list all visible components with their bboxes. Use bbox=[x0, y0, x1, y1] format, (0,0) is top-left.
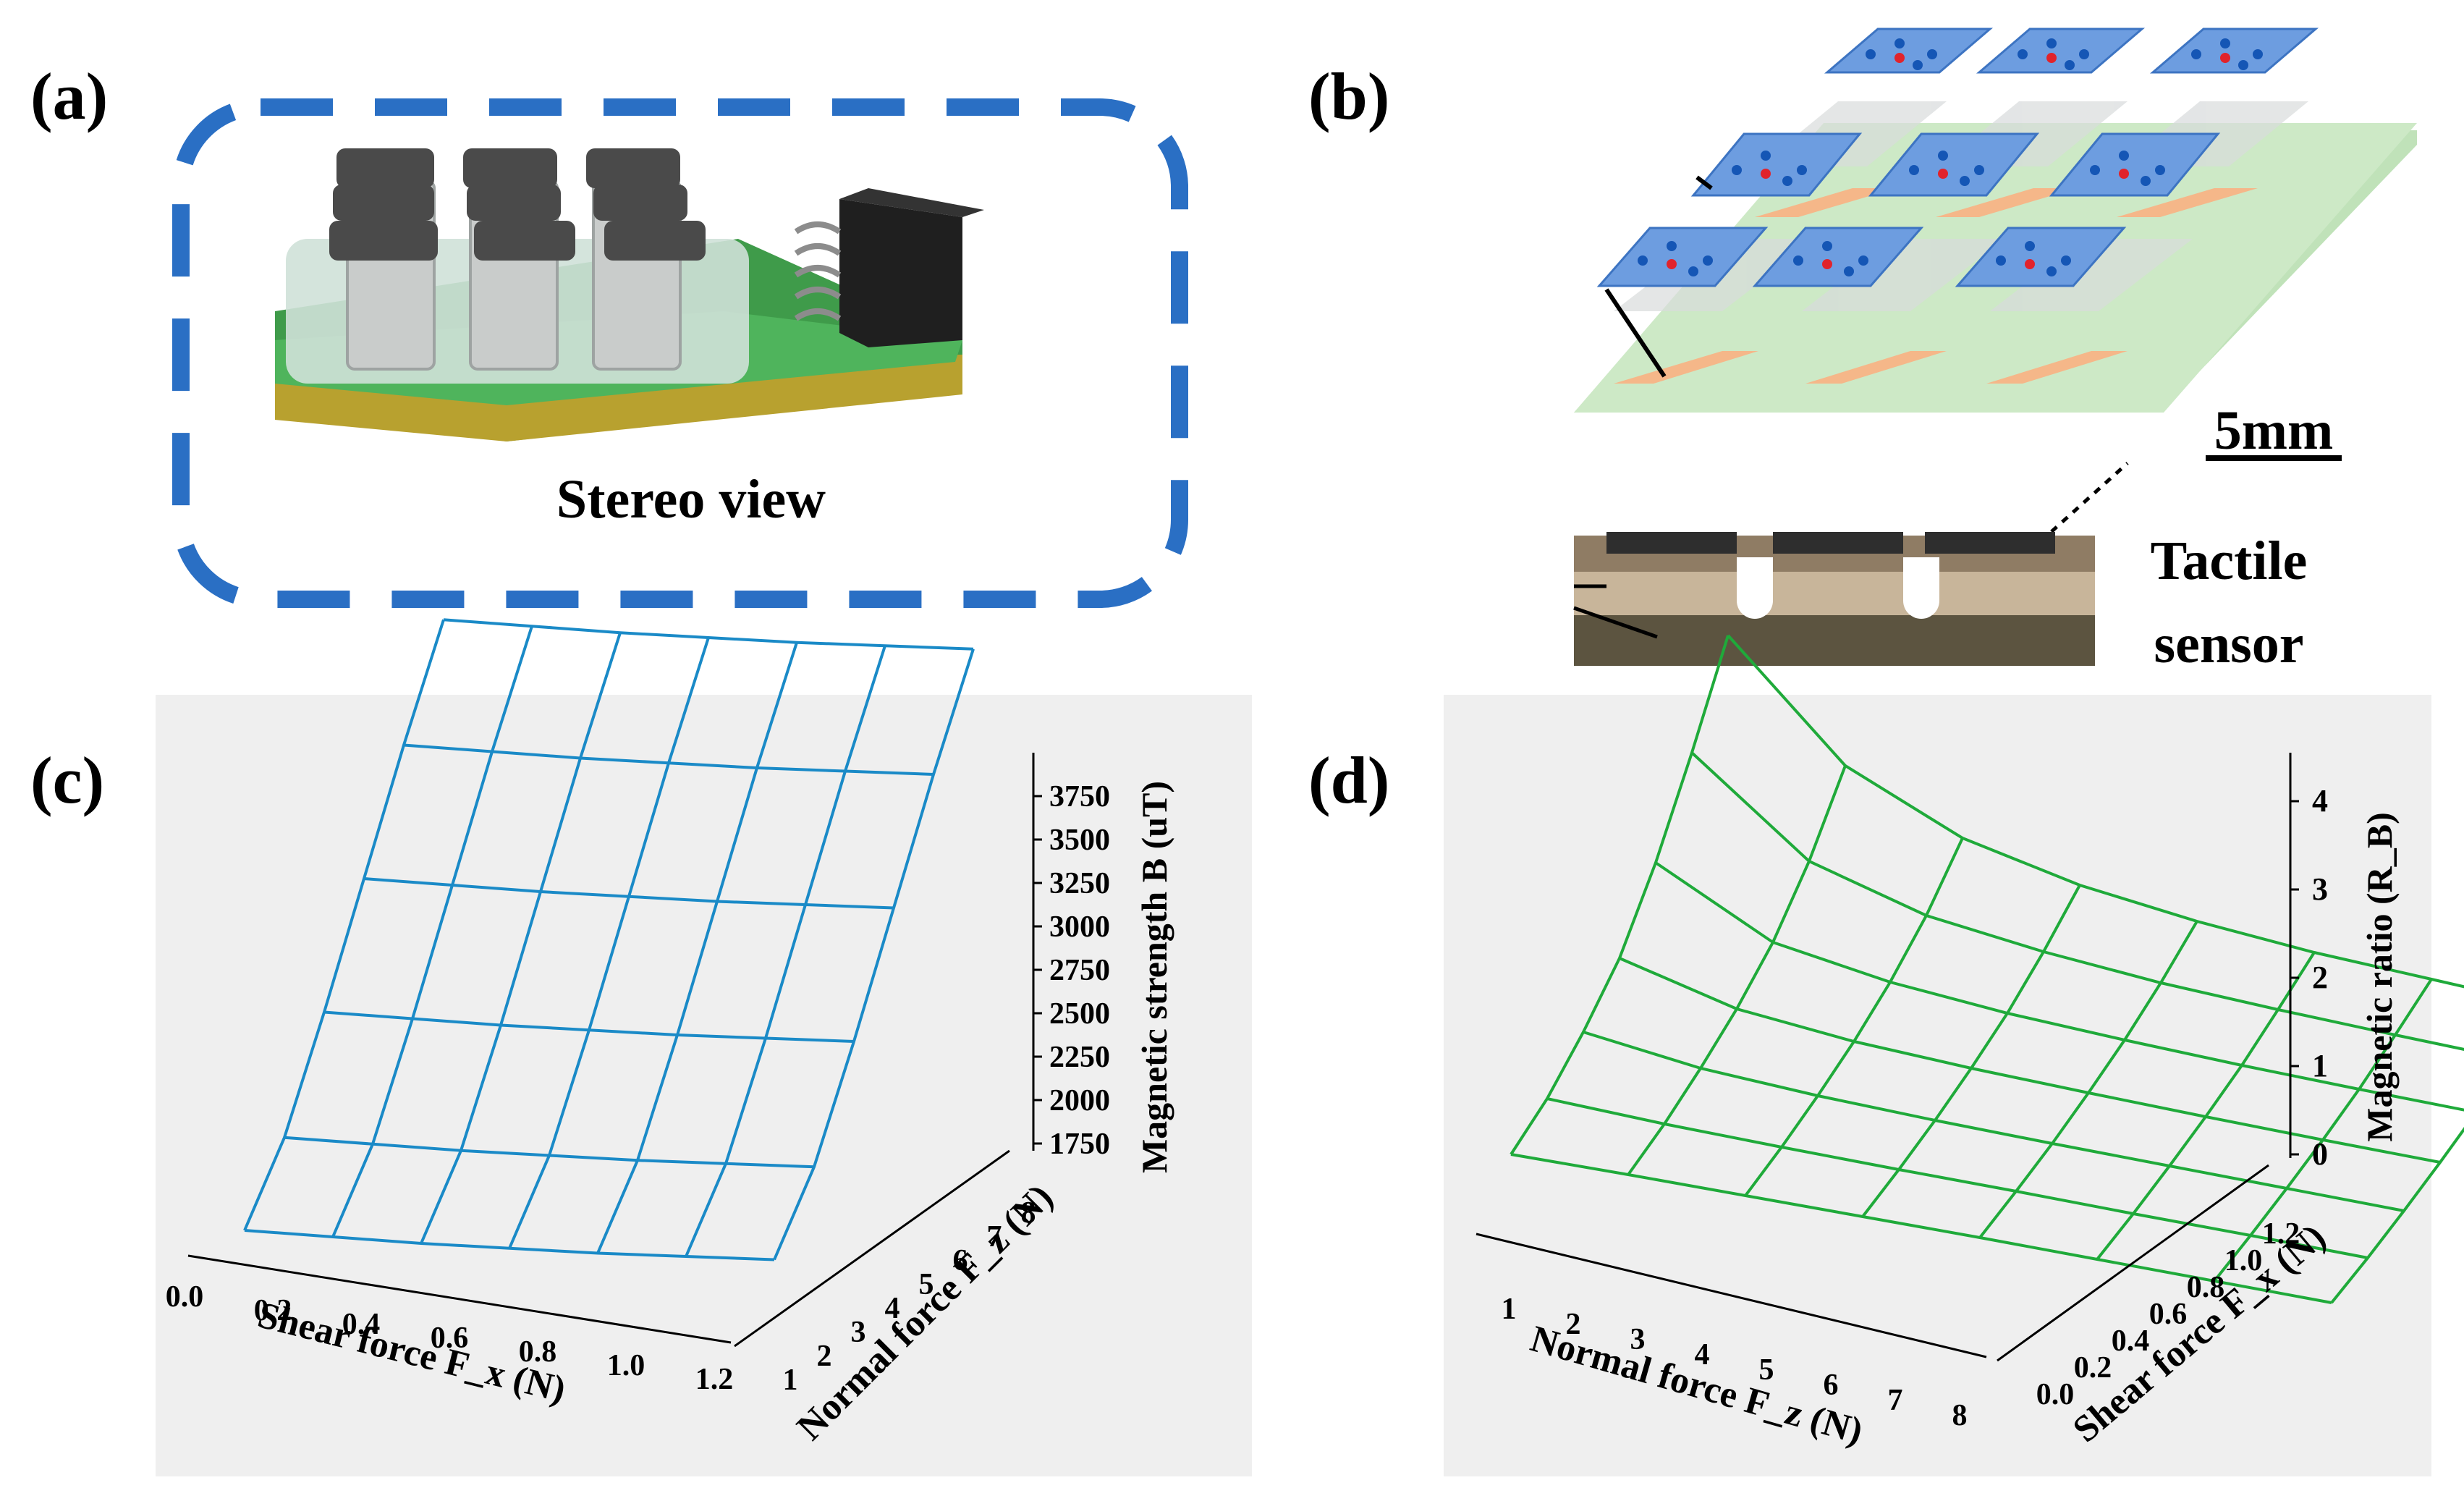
chart-d-zlabel: Magnetic ratio (R_B) bbox=[2359, 812, 2400, 1141]
chart-d-x-tick-label: 8 bbox=[1952, 1399, 1968, 1432]
surface-c-col-line bbox=[685, 645, 886, 1257]
chart-d-x-tick-label: 1 bbox=[1502, 1293, 1517, 1326]
panel-c-chart: 1750 2000 2250 2500 2750 3000 3250 3500 3750 0.0 0… bbox=[156, 618, 1252, 1476]
chart-c-z-tick-label: 3750 bbox=[1049, 780, 1110, 813]
chart-d-y-tick-label: 0.4 bbox=[2112, 1324, 2150, 1358]
chart-d-x-tick-label: 6 bbox=[1824, 1369, 1839, 1402]
surface-c-col-line bbox=[331, 625, 533, 1238]
chart-c-z-tick-label: 3250 bbox=[1049, 867, 1110, 900]
chart-c-z-tick-label: 2000 bbox=[1049, 1084, 1110, 1117]
surface-d-col-line bbox=[2213, 978, 2433, 1282]
chart-c-y-tick-label: 6 bbox=[953, 1244, 968, 1277]
chart-d-z-tick-label: 2 bbox=[2312, 960, 2328, 995]
surface-d-col-line bbox=[1744, 837, 1964, 1197]
chart-d-z-tick-label: 1 bbox=[2312, 1048, 2328, 1083]
chart-c-x-tick-label: 0.0 bbox=[166, 1280, 204, 1314]
chart-c-z-tick-label: 3000 bbox=[1049, 910, 1110, 944]
surface-d-row-line bbox=[1546, 1097, 2368, 1259]
chart-d-y-tick-label: 1.0 bbox=[2224, 1244, 2263, 1277]
chart-d-y-tick-label: 0.6 bbox=[2149, 1298, 2188, 1331]
panel-b-label: (b) bbox=[1308, 59, 1390, 133]
chart-d-x-tick-label: 4 bbox=[1695, 1338, 1710, 1371]
chart-c-z-tick-label: 1750 bbox=[1049, 1128, 1110, 1161]
chart-d-z-tick-label: 4 bbox=[2312, 783, 2328, 819]
surface-d-row-line bbox=[1654, 861, 2464, 1112]
sensor-array-illustration bbox=[1574, 28, 2417, 413]
chart-d-x-tick-label: 5 bbox=[1759, 1353, 1774, 1387]
chart-c-y-tick-label: 3 bbox=[851, 1316, 866, 1349]
chart-c-zlabel: Magnetic strength B (uT) bbox=[1134, 781, 1174, 1173]
chart-c-y-axis bbox=[734, 1149, 1010, 1348]
chart-c-x-tick-label: 1.0 bbox=[607, 1349, 645, 1382]
chart-c-y-tick-label: 8 bbox=[1021, 1196, 1036, 1230]
chart-c-background bbox=[156, 695, 1252, 1476]
surface-c-col-line bbox=[243, 619, 445, 1231]
chart-c-x-tick-label: 1.2 bbox=[695, 1363, 734, 1396]
surface-d-col-line bbox=[2096, 951, 2316, 1261]
surface-d-row-line bbox=[1690, 751, 2464, 1051]
chart-c-x-tick-label: 0.8 bbox=[519, 1335, 557, 1369]
chart-c-x-tick-label: 0.4 bbox=[342, 1308, 381, 1341]
chart-c-z-tick-label: 2500 bbox=[1049, 997, 1110, 1031]
surface-d-col-line bbox=[2330, 1127, 2464, 1304]
scale-bar-label: 5mm bbox=[2214, 400, 2334, 461]
chart-c-ticks: 1750 2000 2250 2500 2750 3000 3250 3500 3750 0.0 0… bbox=[166, 753, 1110, 1397]
chart-c-y-tick-label: 4 bbox=[885, 1292, 900, 1325]
surface-d-row-line bbox=[1510, 1153, 2332, 1304]
chart-d-x-axis bbox=[1476, 1233, 1987, 1358]
chart-c-y-tick-label: 1 bbox=[783, 1364, 798, 1397]
chart-d-z-tick-label: 0 bbox=[2312, 1136, 2328, 1172]
chart-d-x-tick-label: 2 bbox=[1566, 1308, 1581, 1341]
chart-c-y-tick-label: 5 bbox=[919, 1268, 934, 1301]
surface-c-row-line bbox=[443, 618, 974, 651]
tactile-sensor-caption-line2: sensor bbox=[2154, 614, 2304, 675]
stereo-view-dashed-frame bbox=[172, 98, 1188, 608]
surface-d-col-line bbox=[1627, 765, 1847, 1176]
sensor-cross-section-photo bbox=[1573, 532, 2095, 666]
chart-d-y-axis bbox=[1997, 1164, 2269, 1362]
surface-d-row-line bbox=[1619, 957, 2441, 1164]
chart-d-y-tick-label: 0.2 bbox=[2074, 1351, 2112, 1385]
chart-c-y-tick-label: 2 bbox=[817, 1340, 832, 1373]
surface-c-col-line bbox=[420, 632, 622, 1244]
chart-d-y-tick-label: 0.8 bbox=[2187, 1271, 2225, 1304]
chart-c-z-tick-label: 2250 bbox=[1049, 1041, 1110, 1074]
surface-c-col-line bbox=[773, 648, 975, 1261]
chart-d-y-tick-label: 1.2 bbox=[2262, 1217, 2300, 1251]
chart-d-z-tick-label: 3 bbox=[2312, 871, 2328, 907]
chart-c-z-tick-label: 3500 bbox=[1049, 824, 1110, 857]
chart-d-surface bbox=[1510, 634, 2464, 1304]
sensor-photo bbox=[275, 148, 984, 441]
panel-c-label: (c) bbox=[30, 743, 105, 817]
chart-d-ticks: 0 1 2 3 4 1 2 3 4 5 6 7 8 0.00.20.40.60.81.01.2 bbox=[1476, 753, 2328, 1432]
tactile-sensor-caption-line1: Tactile bbox=[2151, 531, 2308, 591]
chart-c-x-tick-label: 0.6 bbox=[431, 1322, 469, 1355]
chart-c-x-tick-label: 0.2 bbox=[254, 1294, 292, 1327]
chart-c-y-tick-label: 7 bbox=[987, 1220, 1002, 1254]
panel-d-chart: 0 1 2 3 4 1 2 3 4 5 6 7 8 0.00.20.40.60.81.01.2 Magne… bbox=[1444, 634, 2464, 1476]
panel-d-label: (d) bbox=[1308, 743, 1390, 817]
surface-c-col-line bbox=[596, 642, 798, 1254]
chart-d-y-tick-label: 0.0 bbox=[2036, 1378, 2075, 1411]
chart-d-x-tick-label: 7 bbox=[1888, 1384, 1903, 1417]
surface-d-row-line bbox=[1727, 634, 2464, 989]
surface-d-col-line bbox=[1861, 884, 2081, 1218]
panel-b: 5mm Tactile sensor bbox=[1573, 28, 2417, 675]
chart-d-x-tick-label: 3 bbox=[1630, 1323, 1646, 1356]
chart-c-z-tick-label: 2750 bbox=[1049, 954, 1110, 987]
surface-d-col-line bbox=[1978, 920, 2198, 1239]
surface-c-col-line bbox=[508, 637, 710, 1249]
stereo-view-caption: Stereo view bbox=[556, 469, 826, 530]
chart-c-x-axis bbox=[187, 1254, 732, 1344]
surface-d-row-line bbox=[1583, 1031, 2405, 1212]
chart-c-surface bbox=[243, 618, 975, 1261]
panel-a: Stereo view bbox=[172, 98, 1188, 608]
surface-d-col-line bbox=[1510, 635, 1730, 1156]
zoom-dotted-line bbox=[2039, 462, 2129, 543]
panel-a-label: (a) bbox=[30, 59, 109, 133]
